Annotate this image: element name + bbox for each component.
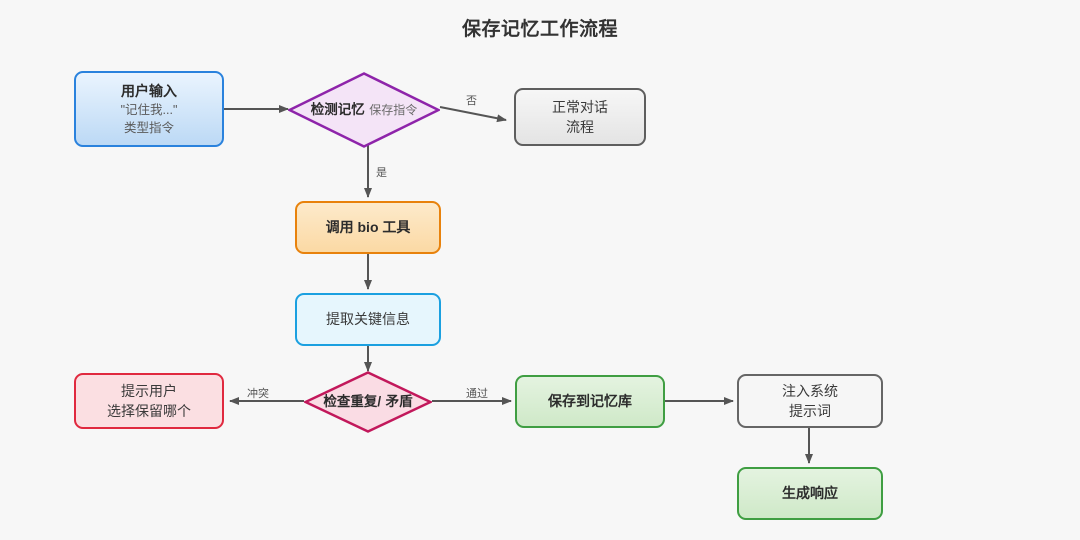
edge-label-conflict: 冲突 [247, 388, 269, 400]
node-inject-system-prompt[interactable]: 注入系统 提示词 [737, 374, 883, 428]
node-call-bio-tool[interactable]: 调用 bio 工具 [295, 201, 441, 254]
diamond-shape [288, 72, 440, 148]
node-generate-response[interactable]: 生成响应 [737, 467, 883, 520]
node-call-bio-tool-line1: 调用 bio 工具 [325, 219, 411, 236]
node-user-input-line2: "记住我..." [120, 103, 178, 118]
node-detect-memory[interactable]: 检测记忆 保存指令 [288, 72, 440, 148]
node-normal-chat[interactable]: 正常对话 流程 [514, 88, 646, 146]
node-detect-memory-line2: 保存指令 [369, 103, 418, 118]
node-check-duplicate-line2: 矛盾 [385, 394, 413, 410]
node-prompt-user-line2: 选择保留哪个 [107, 403, 191, 419]
edge-detect-to-normalchat [439, 106, 507, 123]
node-extract-key-info[interactable]: 提取关键信息 [295, 293, 441, 346]
node-user-input-line3: 类型指令 [123, 121, 174, 136]
node-user-input-line1: 用户输入 [121, 82, 177, 99]
node-inject-system-prompt-line2: 提示词 [789, 403, 831, 419]
node-inject-system-prompt-line1: 注入系统 [782, 382, 838, 399]
node-extract-key-info-line1: 提取关键信息 [326, 311, 410, 328]
node-check-duplicate-line1: 检查重复/ [323, 394, 382, 410]
edge-label-yes: 是 [376, 167, 387, 179]
diamond-shape [304, 371, 432, 433]
node-normal-chat-line2: 流程 [566, 119, 594, 135]
node-prompt-user[interactable]: 提示用户 选择保留哪个 [74, 373, 224, 429]
node-generate-response-line1: 生成响应 [782, 485, 838, 502]
node-check-duplicate[interactable]: 检查重复/ 矛盾 [304, 371, 432, 433]
edge-label-pass: 通过 [466, 388, 488, 400]
edge-label-no: 否 [466, 95, 477, 107]
page-title: 保存记忆工作流程 [461, 19, 618, 40]
node-prompt-user-line1: 提示用户 [121, 382, 177, 399]
node-user-input[interactable]: 用户输入 "记住我..." 类型指令 [74, 71, 224, 147]
node-detect-memory-line1: 检测记忆 [310, 102, 365, 118]
node-normal-chat-line1: 正常对话 [552, 98, 608, 115]
node-save-to-memory-line1: 保存到记忆库 [548, 393, 632, 410]
node-save-to-memory[interactable]: 保存到记忆库 [515, 375, 665, 428]
